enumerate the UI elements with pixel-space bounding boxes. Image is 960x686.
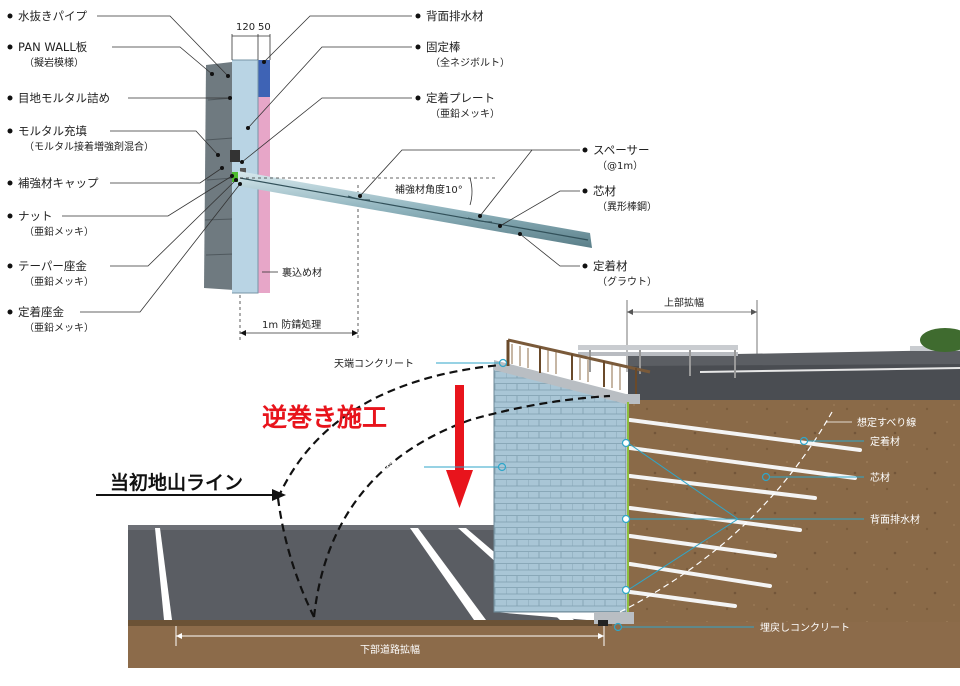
label-grout-sub: （グラウト） — [597, 275, 657, 288]
dim-50: 50 — [258, 22, 271, 33]
label-joint-mortar: 目地モルタル詰め — [18, 91, 110, 105]
reverse-construction-label: 逆巻き施工 — [262, 403, 387, 432]
panwall-stone-face — [204, 62, 234, 290]
drain-layer — [258, 60, 270, 97]
fence — [506, 338, 651, 394]
ground-line-arc-outer — [276, 363, 501, 499]
panwall-label: PAN WALL 板 — [332, 461, 395, 474]
label-anchor-plate-sub: （亜鉛メッキ） — [430, 107, 500, 120]
panwall-wall — [494, 366, 626, 612]
label-anchor-plate: 定着プレート — [426, 91, 495, 105]
angle-label: 補強材角度10° — [395, 183, 463, 196]
label-anchor-washer: 定着座金 — [18, 305, 64, 319]
label-drain-pipe: 水抜きパイプ — [18, 9, 87, 23]
label-nut: ナット — [18, 209, 53, 223]
label-mortar-fill-sub: （モルタル接着増強剤混合） — [24, 140, 154, 153]
label-panwall-sub: （擬岩模様） — [24, 56, 84, 69]
label-anchor-washer-sub: （亜鉛メッキ） — [24, 321, 94, 334]
label-taper-washer-sub: （亜鉛メッキ） — [24, 275, 94, 288]
label-spacer: スペーサー — [593, 143, 649, 157]
back-drain-label: 背面排水材 — [870, 513, 920, 526]
ground-line-arc-inner — [312, 394, 611, 618]
label-core: 芯材 — [593, 184, 616, 198]
label-grout: 定着材 — [593, 259, 628, 273]
label-back-drain: 背面排水材 — [426, 9, 484, 23]
dim-120: 120 — [236, 22, 255, 33]
upper-widen-label: 上部拡幅 — [664, 296, 704, 309]
core-label: 芯材 — [870, 471, 890, 484]
ground-line-label: 当初地山ライン — [110, 471, 243, 494]
reverse-construction-arrow — [446, 385, 473, 508]
slip-line-label: 想定すべり線 — [857, 416, 916, 429]
label-nut-sub: （亜鉛メッキ） — [24, 225, 94, 238]
section-diagram: 120 50 補強材角度10° 裏込め材 1m 防錆処理 水抜きパイプ PAN … — [7, 9, 657, 340]
label-taper-washer: テーパー座金 — [18, 259, 87, 273]
rust-label: 1m 防錆処理 — [262, 318, 321, 331]
label-spacer-sub: （@1m） — [597, 160, 643, 172]
backfill-concrete-label: 埋戻しコンクリート — [760, 621, 850, 634]
left-labels: 水抜きパイプ PAN WALL板 （擬岩模様） 目地モルタル詰め モルタル充填 … — [7, 9, 242, 334]
label-cap: 補強材キャップ — [18, 176, 99, 190]
construction-illustration: 上部拡幅 — [96, 296, 960, 668]
label-fixing-rod: 固定棒 — [426, 40, 461, 54]
label-core-sub: （異形棒鋼） — [597, 200, 657, 213]
label-panwall: PAN WALL板 — [18, 40, 88, 54]
backfill-label: 裏込め材 — [282, 266, 322, 279]
anchor-label: 定着材 — [870, 435, 900, 448]
slip-line — [619, 411, 833, 613]
upper-road — [628, 362, 960, 400]
right-labels: 背面排水材 固定棒 （全ネジボルト） 定着プレート （亜鉛メッキ） スペーサー … — [240, 9, 657, 288]
label-mortar-fill: モルタル充填 — [18, 124, 87, 138]
lower-widen-label: 下部道路拡幅 — [360, 643, 420, 656]
top-concrete-label: 天端コンクリート — [334, 357, 414, 370]
label-fixing-rod-sub: （全ネジボルト） — [430, 56, 510, 69]
